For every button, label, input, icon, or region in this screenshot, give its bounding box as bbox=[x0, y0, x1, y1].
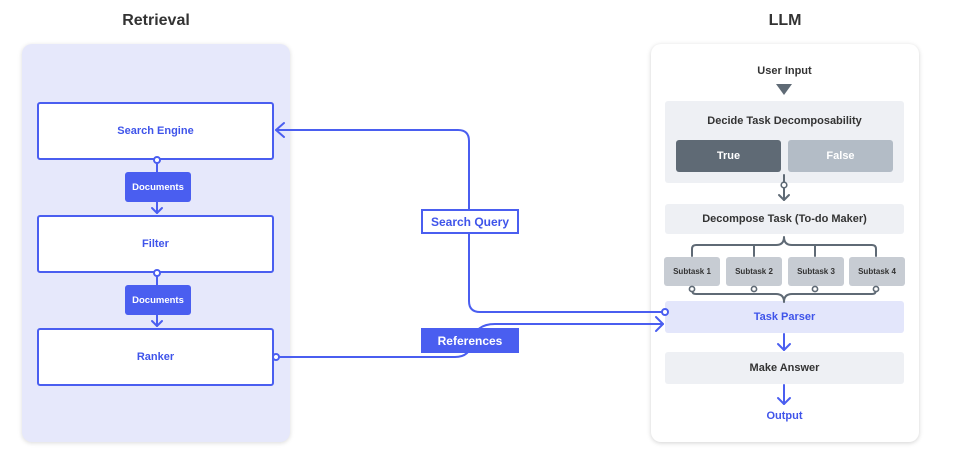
documents-pill-1: Documents bbox=[125, 172, 191, 202]
node-decide-bottom bbox=[780, 181, 788, 189]
filter-box: Filter bbox=[37, 215, 274, 273]
user-input-arrow bbox=[776, 84, 792, 95]
node-subtask-4-bottom bbox=[872, 285, 880, 293]
arrowhead-output bbox=[777, 397, 791, 405]
task-parser-row: Task Parser bbox=[665, 301, 904, 333]
subtask-3: Subtask 3 bbox=[788, 257, 844, 286]
decompose-task-row: Decompose Task (To-do Maker) bbox=[665, 204, 904, 234]
references-label: References bbox=[421, 328, 519, 353]
true-option: True bbox=[676, 140, 781, 172]
search-engine-box: Search Engine bbox=[37, 102, 274, 160]
subtask-bracket-top bbox=[691, 236, 877, 257]
retrieval-heading: Retrieval bbox=[122, 12, 190, 29]
false-option: False bbox=[788, 140, 893, 172]
documents-pill-2: Documents bbox=[125, 285, 191, 315]
subtask-2: Subtask 2 bbox=[726, 257, 782, 286]
arrowhead-make-answer bbox=[777, 343, 791, 351]
arrowhead-decompose bbox=[778, 194, 790, 201]
node-parser-right bbox=[661, 308, 669, 316]
arrowhead-search-engine bbox=[275, 122, 285, 138]
arrowhead-ranker bbox=[151, 320, 163, 327]
node-search-bottom bbox=[153, 156, 161, 164]
output-label: Output bbox=[766, 410, 803, 422]
node-subtask-2-bottom bbox=[750, 285, 758, 293]
subtask-1: Subtask 1 bbox=[664, 257, 720, 286]
node-subtask-3-bottom bbox=[811, 285, 819, 293]
subtask-bracket-bottom bbox=[691, 286, 877, 303]
search-query-label: Search Query bbox=[421, 209, 519, 234]
ranker-box: Ranker bbox=[37, 328, 274, 386]
node-filter-bottom bbox=[153, 269, 161, 277]
arrowhead-task-parser bbox=[655, 316, 664, 332]
arrowhead-filter bbox=[151, 207, 163, 214]
subtask-4: Subtask 4 bbox=[849, 257, 905, 286]
node-ranker-right bbox=[272, 353, 280, 361]
llm-heading: LLM bbox=[768, 12, 802, 29]
node-subtask-1-bottom bbox=[688, 285, 696, 293]
make-answer-row: Make Answer bbox=[665, 352, 904, 384]
user-input-label: User Input bbox=[757, 65, 812, 77]
